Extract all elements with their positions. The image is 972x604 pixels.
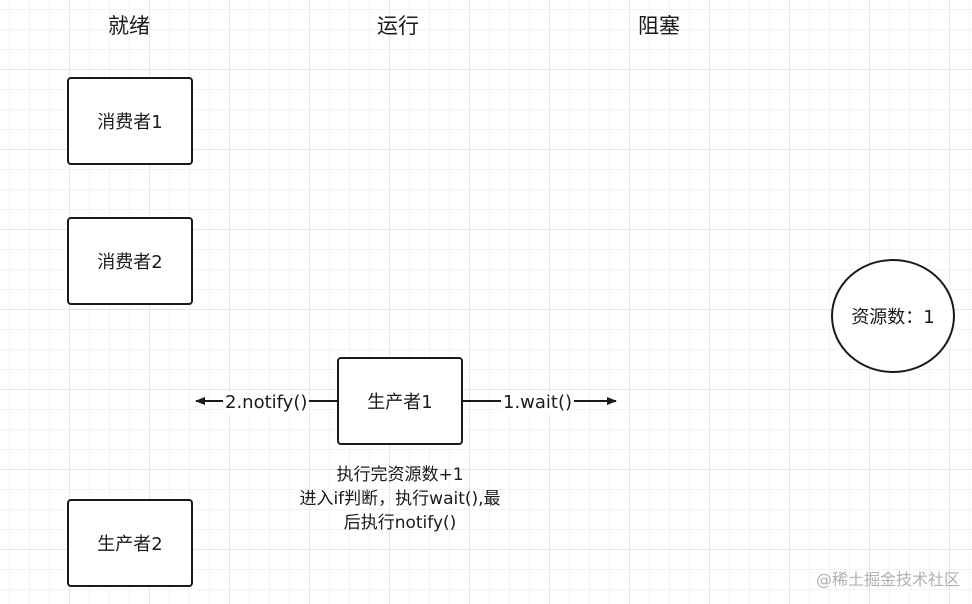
resource-count-circle: 资源数：1 bbox=[831, 259, 955, 373]
consumer-2-box: 消费者2 bbox=[67, 217, 193, 305]
producer-note: 执行完资源数+1 进入if判断，执行wait(),最 后执行notify() bbox=[260, 463, 540, 535]
producer-1-box: 生产者1 bbox=[337, 357, 463, 445]
column-ready: 就绪 bbox=[108, 14, 150, 38]
column-blocked: 阻塞 bbox=[638, 14, 680, 38]
column-running: 运行 bbox=[377, 14, 419, 38]
wait-label: 1.wait() bbox=[501, 392, 575, 414]
note-line-1: 执行完资源数+1 bbox=[336, 465, 464, 485]
note-line-3: 后执行notify() bbox=[343, 513, 457, 533]
consumer-1-box: 消费者1 bbox=[67, 77, 193, 165]
producer-2-box: 生产者2 bbox=[67, 499, 193, 587]
watermark: @稀土掘金技术社区 bbox=[815, 570, 960, 589]
notify-label: 2.notify() bbox=[223, 392, 310, 414]
note-line-2: 进入if判断，执行wait(),最 bbox=[299, 489, 501, 509]
